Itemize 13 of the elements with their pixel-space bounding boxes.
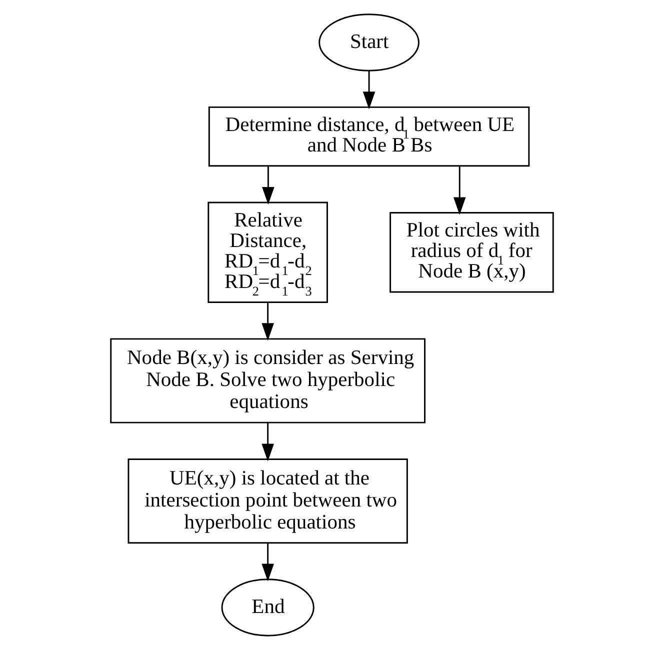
arrow bbox=[262, 543, 274, 582]
arrow bbox=[262, 166, 274, 205]
node-box: Determine distance, d$_{1}$ between UE and Node B Bs bbox=[208, 106, 530, 167]
node-ellipse: Start bbox=[318, 14, 420, 72]
arrow bbox=[262, 302, 274, 341]
node-box: Plot circles with radius of d$_{1}$ for Node B (x,y) bbox=[390, 212, 554, 293]
arrow bbox=[262, 422, 274, 462]
node-box: UE(x,y) is located at the intersection point between two hyperbolic equations bbox=[128, 458, 408, 544]
node-ellipse: End bbox=[221, 578, 314, 636]
arrow bbox=[453, 166, 466, 215]
arrow bbox=[362, 70, 376, 110]
node-box: Relative Distance, RD$_{1}$=d$_{1}$-d$_{2}$ RD$_{2}$=d$_{1}$-d$_{3}$ bbox=[208, 202, 328, 303]
node-box: Node B(x,y) is consider as Serving Node B. Solve two hyperbolic equations bbox=[110, 338, 426, 424]
